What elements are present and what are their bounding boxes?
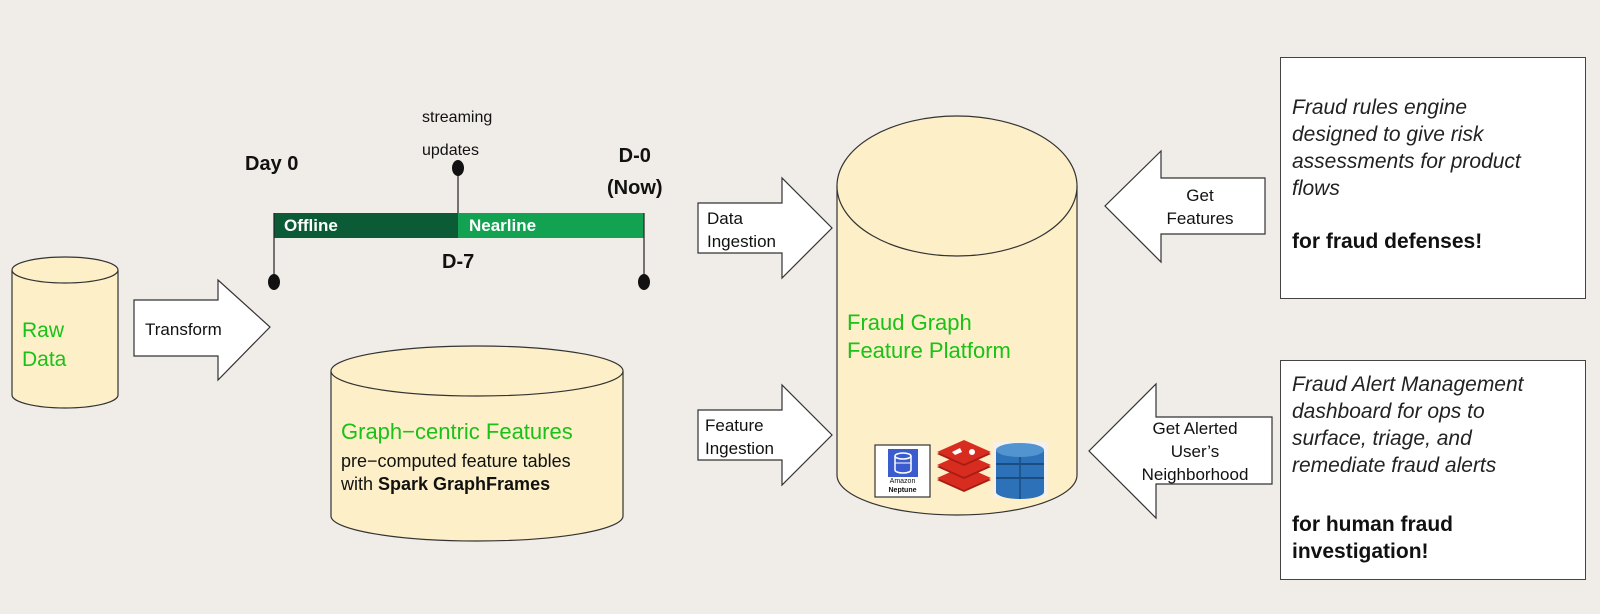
fraud-alert-description: Fraud Alert Management dashboard for ops… bbox=[1292, 371, 1524, 479]
neptune-line1: Amazon bbox=[889, 478, 916, 485]
d7-label: D-7 bbox=[442, 251, 475, 273]
nearline-label: Nearline bbox=[469, 216, 537, 235]
data-ingestion-line2: Ingestion bbox=[707, 232, 776, 251]
get-features-line1: Get bbox=[1186, 186, 1214, 205]
rules-line2: designed to give risk bbox=[1292, 123, 1484, 146]
feature-ingestion-line2: Ingestion bbox=[705, 439, 774, 458]
alert-line2: dashboard for ops to bbox=[1292, 400, 1485, 423]
get-features-arrow bbox=[1104, 149, 1266, 264]
dynamodb-icon bbox=[993, 442, 1048, 499]
graph-features-cylinder bbox=[330, 345, 624, 542]
rules-engine-emphasis: for fraud defenses! bbox=[1292, 230, 1483, 253]
platform-label: Fraud Graph Feature Platform bbox=[847, 309, 1011, 365]
graph-features-line2: with Spark GraphFrames bbox=[341, 474, 550, 495]
neptune-line2: Neptune bbox=[888, 487, 917, 494]
transform-arrow bbox=[133, 278, 271, 382]
alert-line3: surface, triage, and bbox=[1292, 427, 1472, 450]
rules-engine-box: Fraud rules engine designed to give risk… bbox=[1280, 57, 1586, 299]
raw-data-cylinder bbox=[11, 256, 119, 409]
amazon-neptune-icon bbox=[874, 444, 931, 498]
rules-engine-description: Fraud rules engine designed to give risk… bbox=[1292, 94, 1521, 202]
transform-label: Transform bbox=[145, 320, 222, 339]
spark-graphframes: Spark GraphFrames bbox=[378, 474, 551, 494]
day0-marker bbox=[268, 274, 280, 290]
now-marker bbox=[638, 274, 650, 290]
alert-bold2: investigation! bbox=[1292, 540, 1429, 563]
get-features-label: Get Features bbox=[1150, 184, 1250, 230]
rules-line4: flows bbox=[1292, 177, 1340, 200]
get-features-line2: Features bbox=[1166, 209, 1234, 228]
get-alerted-label: Get Alerted User’s Neighborhood bbox=[1130, 417, 1260, 486]
feature-ingestion-arrow bbox=[697, 383, 833, 487]
streaming-line2: updates bbox=[422, 142, 479, 159]
alert-line4: remediate fraud alerts bbox=[1292, 454, 1497, 477]
timeline bbox=[268, 160, 650, 290]
alert-line1: Fraud Alert Management bbox=[1292, 373, 1524, 396]
redis-icon bbox=[937, 440, 991, 492]
d0-line2: (Now) bbox=[607, 177, 663, 199]
alert-bold1: for human fraud bbox=[1292, 513, 1453, 536]
streaming-line1: streaming bbox=[422, 109, 493, 126]
neptune-label: Amazon Neptune bbox=[877, 477, 928, 495]
raw-data-label: Raw Data bbox=[22, 316, 66, 374]
rules-line1: Fraud rules engine bbox=[1292, 96, 1468, 119]
graph-features-title: Graph−centric Features bbox=[341, 419, 573, 444]
fraud-alert-box: Fraud Alert Management dashboard for ops… bbox=[1280, 360, 1586, 580]
day0-label: Day 0 bbox=[245, 153, 299, 175]
offline-label: Offline bbox=[284, 216, 338, 235]
feature-ingestion-line1: Feature bbox=[705, 416, 764, 435]
streaming-updates-label: streaming updates bbox=[422, 101, 492, 167]
rules-line3: assessments for product bbox=[1292, 150, 1521, 173]
data-ingestion-arrow bbox=[697, 176, 833, 280]
now-label: D-0 (Now) bbox=[607, 140, 663, 204]
raw-data-line2: Data bbox=[22, 348, 67, 371]
platform-line2: Feature Platform bbox=[847, 338, 1011, 363]
nearline-bar bbox=[458, 213, 644, 238]
graph-features-line1: pre−computed feature tables bbox=[341, 451, 571, 471]
get-alerted-line2: User’s bbox=[1170, 442, 1220, 461]
graph-features-prefix: with bbox=[341, 474, 379, 494]
data-ingestion-label: Data Ingestion bbox=[707, 207, 776, 253]
fraud-alert-emphasis: for human fraud investigation! bbox=[1292, 511, 1453, 565]
platform-cylinder bbox=[836, 115, 1078, 516]
platform-line1: Fraud Graph bbox=[847, 310, 972, 335]
get-alerted-arrow bbox=[1088, 382, 1273, 520]
get-alerted-line1: Get Alerted bbox=[1152, 419, 1238, 438]
streaming-marker bbox=[452, 160, 464, 176]
d0-line1: D-0 bbox=[618, 145, 651, 167]
data-ingestion-line1: Data bbox=[707, 209, 743, 228]
feature-ingestion-label: Feature Ingestion bbox=[705, 414, 774, 460]
offline-bar bbox=[274, 213, 458, 238]
raw-data-line1: Raw bbox=[22, 319, 65, 342]
get-alerted-line3: Neighborhood bbox=[1141, 465, 1249, 484]
